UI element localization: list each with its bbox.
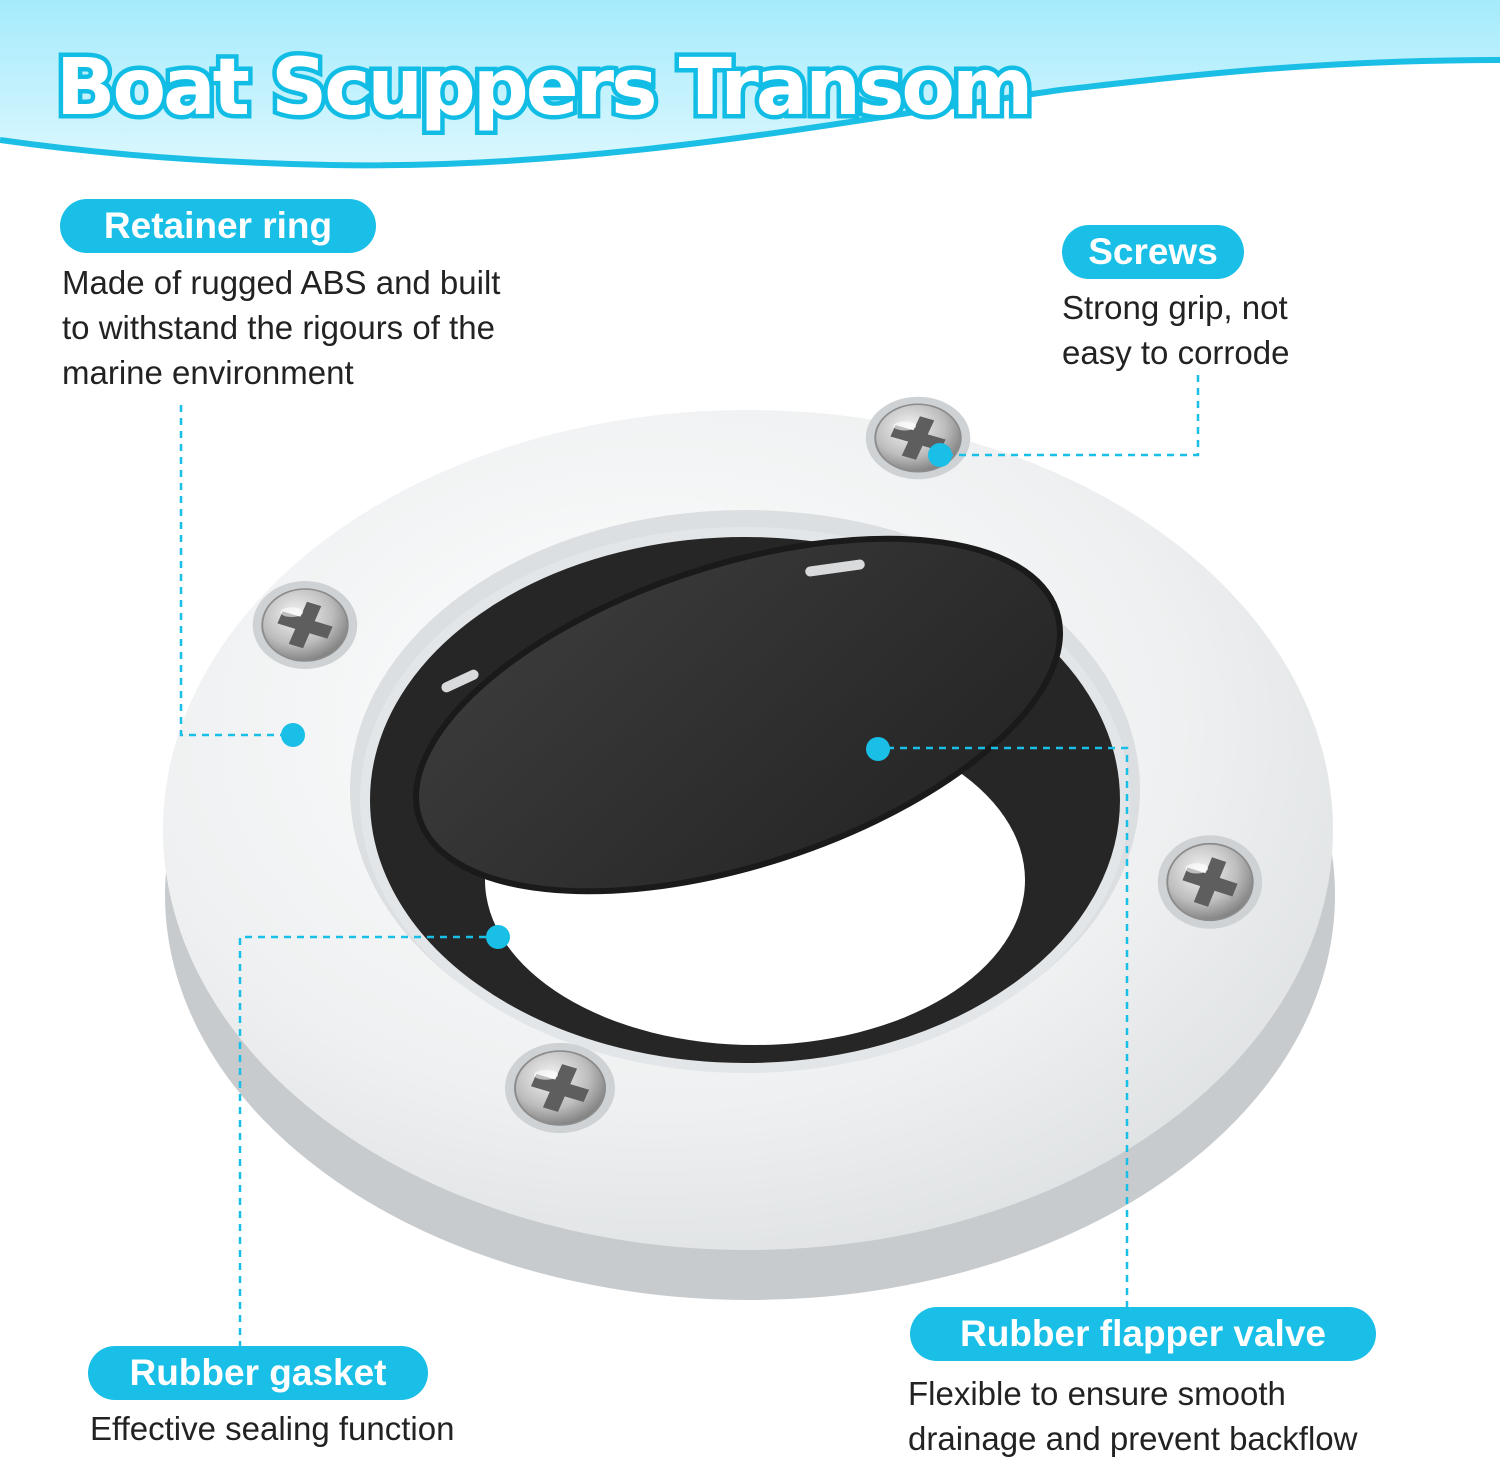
rubber-flapper-valve-label: Rubber flapper valve xyxy=(910,1307,1376,1361)
retainer-ring-label: Retainer ring xyxy=(60,199,376,253)
rubber-gasket-description: Effective sealing function xyxy=(90,1406,454,1451)
flapper-valve-graphic xyxy=(413,535,1063,895)
description-line: marine environment xyxy=(62,354,354,391)
callout-dots xyxy=(281,443,952,949)
description-line: Effective sealing function xyxy=(90,1410,455,1447)
screws-label: Screws xyxy=(1062,225,1244,279)
description-line: easy to corrode xyxy=(1062,334,1290,371)
callout-leaders xyxy=(179,375,1200,1348)
description-line: drainage and prevent backflow xyxy=(908,1420,1358,1457)
description-line: Flexible to ensure smooth xyxy=(908,1375,1286,1412)
retainer-ring-graphic xyxy=(163,410,1335,1300)
description-line: Made of rugged ABS and built xyxy=(62,264,501,301)
page-title: Boat Scuppers Transom xyxy=(51,39,1037,138)
screws-description: Strong grip, not easy to corrode xyxy=(1062,285,1289,375)
rubber-flapper-valve-description: Flexible to ensure smooth drainage and p… xyxy=(908,1371,1357,1461)
description-line: to withstand the rigours of the xyxy=(62,309,495,346)
header-banner xyxy=(0,0,1500,169)
description-line: Strong grip, not xyxy=(1062,289,1288,326)
rubber-gasket-label: Rubber gasket xyxy=(88,1346,428,1400)
retainer-ring-description: Made of rugged ABS and built to withstan… xyxy=(62,260,500,395)
